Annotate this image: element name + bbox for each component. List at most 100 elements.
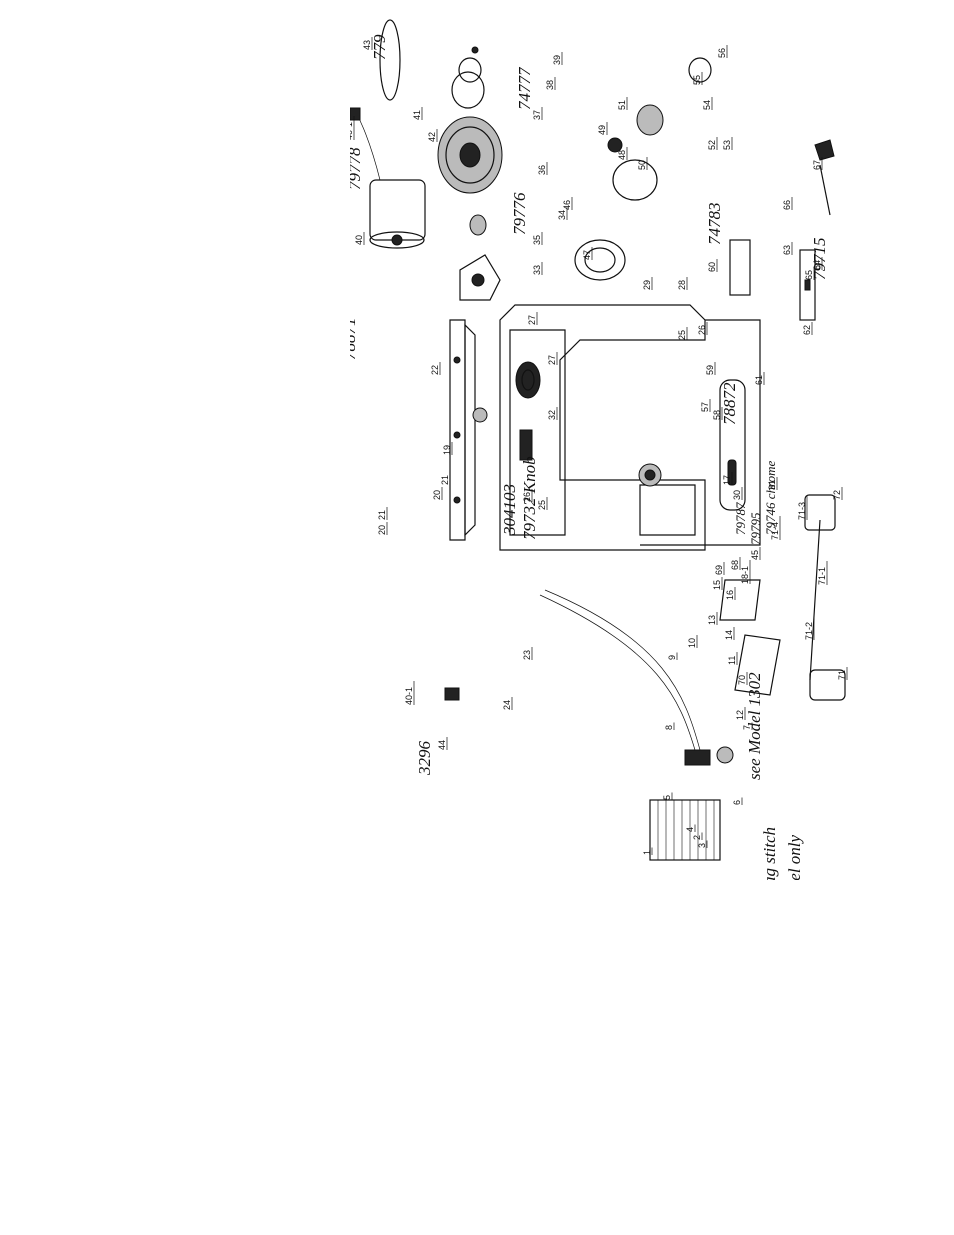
part-number: 67 bbox=[812, 160, 822, 170]
part-number: 5 bbox=[662, 795, 672, 800]
part-number: 40 bbox=[354, 235, 364, 245]
part-number: 44 bbox=[437, 740, 447, 750]
part-label-31-35: 31 bbox=[767, 477, 778, 490]
note-79778: 79778 bbox=[350, 147, 364, 190]
part-label-55-61: 55 bbox=[692, 72, 703, 85]
knob-and-pin bbox=[814, 139, 835, 216]
part-number: 31 bbox=[767, 480, 777, 490]
part-label-24-25: 24 bbox=[502, 697, 513, 710]
part-number: 26 bbox=[522, 492, 532, 502]
part-label-26-28: 26 bbox=[522, 489, 533, 502]
part-number: 9 bbox=[667, 655, 677, 660]
part-number: 56 bbox=[717, 48, 727, 58]
part-number: 57 bbox=[700, 402, 710, 412]
part-label-50-56: 50 bbox=[637, 157, 648, 170]
part-number: 65 bbox=[804, 270, 814, 280]
part-label-18-1-17: 18-1 bbox=[740, 560, 751, 584]
note-79746: 79746 chrome bbox=[763, 461, 778, 535]
part-label-71-77: 71 bbox=[837, 667, 848, 680]
part-number: 37 bbox=[532, 110, 542, 120]
part-label-27-30: 27 bbox=[527, 312, 538, 325]
part-label-53-59: 53 bbox=[722, 137, 733, 150]
belt bbox=[379, 19, 401, 101]
part-label-21-22: 21 bbox=[440, 472, 451, 485]
note-78872: 78872 bbox=[720, 382, 739, 425]
part-label-20-20: 20 bbox=[432, 487, 443, 500]
part-number: 11 bbox=[727, 656, 737, 665]
note-74783: 74783 bbox=[705, 203, 724, 246]
part-number: 12 bbox=[735, 710, 745, 720]
part-label-72-82: 72 bbox=[832, 487, 843, 500]
part-label-60-66: 60 bbox=[707, 259, 718, 272]
part-label-37-41: 37 bbox=[532, 107, 543, 120]
part-number: 25 bbox=[537, 500, 547, 510]
part-number: 45 bbox=[750, 550, 760, 560]
dial-assembly bbox=[574, 57, 712, 281]
part-label-61-67: 61 bbox=[754, 372, 765, 385]
part-label-42-48: 42 bbox=[427, 129, 438, 142]
part-label-25-26: 25 bbox=[537, 497, 548, 510]
part-label-35-39: 35 bbox=[532, 232, 543, 245]
part-label-12-11: 12 bbox=[735, 707, 746, 720]
part-number: 27 bbox=[547, 355, 557, 365]
part-number: 38 bbox=[545, 80, 555, 90]
worm-gear bbox=[459, 214, 501, 301]
part-number: 25 bbox=[677, 330, 687, 340]
part-number: 51 bbox=[617, 100, 627, 110]
part-label-5-4: 5 bbox=[662, 792, 673, 800]
part-number: 46 bbox=[562, 200, 572, 210]
part-label-46-52: 46 bbox=[562, 197, 573, 210]
part-label-28-32: 28 bbox=[677, 277, 688, 290]
part-label-15-14: 15 bbox=[712, 577, 723, 590]
part-label-30-34: 30 bbox=[732, 487, 743, 500]
part-number: 60 bbox=[707, 262, 717, 272]
part-label-70-76: 70 bbox=[737, 672, 748, 685]
part-number-labels: 123456789101112131415161718-119202021212… bbox=[350, 37, 848, 855]
part-number: 24 bbox=[502, 700, 512, 710]
part-label-36-40: 36 bbox=[537, 162, 548, 175]
note-304103: 304103 bbox=[500, 484, 519, 536]
note-zigzag-stitch: Zig-zag stitch bbox=[760, 827, 779, 880]
part-number: 19 bbox=[442, 445, 452, 455]
part-number: 68 bbox=[730, 560, 740, 570]
part-number: 7 bbox=[742, 725, 752, 730]
part-number: 1 bbox=[642, 850, 652, 855]
part-label-11-10: 11 bbox=[727, 652, 738, 665]
part-number: 42 bbox=[427, 132, 437, 142]
part-label-54-60: 54 bbox=[702, 97, 713, 110]
part-number: 39 bbox=[552, 55, 562, 65]
part-number: 72 bbox=[832, 490, 842, 500]
machine-housing bbox=[499, 304, 706, 551]
part-number: 43 bbox=[362, 40, 372, 50]
part-label-21-21: 21 bbox=[377, 507, 388, 520]
part-number: 62 bbox=[802, 325, 812, 335]
part-label-47-53: 47 bbox=[582, 247, 593, 260]
part-label-67-73: 67 bbox=[812, 157, 823, 170]
part-number: 27 bbox=[527, 315, 537, 325]
part-number: 15 bbox=[712, 580, 722, 590]
part-number: 49 bbox=[597, 125, 607, 135]
part-label-65-71: 65 bbox=[804, 267, 815, 280]
part-number: 20 bbox=[377, 525, 387, 535]
part-label-25-27: 25 bbox=[677, 327, 688, 340]
part-number: 69 bbox=[714, 565, 724, 575]
note-model-only: model only bbox=[785, 834, 804, 880]
part-number: 50 bbox=[637, 160, 647, 170]
note-78871: 78871 bbox=[350, 318, 359, 361]
part-number: 13 bbox=[707, 615, 717, 625]
part-label-8-7: 8 bbox=[664, 722, 675, 730]
part-number: 29 bbox=[642, 280, 652, 290]
part-label-1-0: 1 bbox=[642, 847, 653, 855]
part-number: 64 bbox=[812, 260, 822, 270]
part-number: 32 bbox=[547, 410, 557, 420]
part-label-22-23: 22 bbox=[430, 362, 441, 375]
note-779: 779 bbox=[370, 34, 389, 60]
slide-plates bbox=[729, 239, 816, 321]
part-label-69-75: 69 bbox=[714, 562, 725, 575]
part-number: 23 bbox=[522, 650, 532, 660]
part-label-19-18: 19 bbox=[442, 442, 453, 455]
part-number: 30 bbox=[732, 490, 742, 500]
part-label-44-50: 44 bbox=[437, 737, 448, 750]
